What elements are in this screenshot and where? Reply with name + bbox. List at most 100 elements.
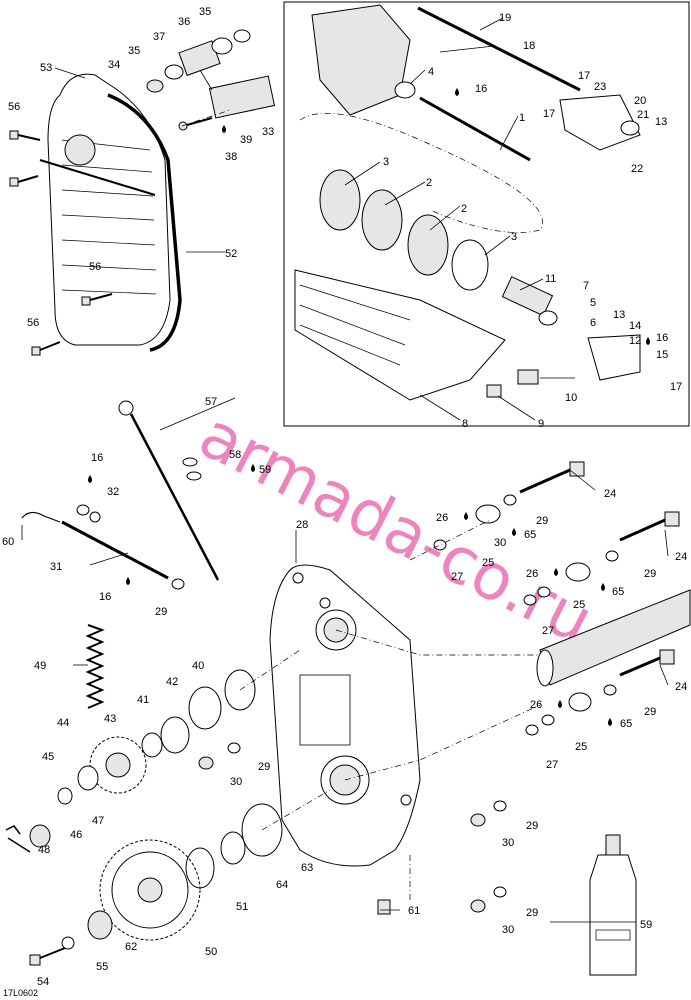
callout-30c: 30 [502, 924, 514, 936]
callout-46: 46 [70, 829, 82, 841]
callout-55: 55 [96, 961, 108, 973]
callout-1: 1 [519, 112, 525, 124]
lower-sprocket [29, 839, 201, 966]
callout-59b: 59 [640, 919, 652, 931]
callout-28: 28 [296, 519, 308, 531]
callout-53: 53 [40, 62, 52, 74]
upper-sprocket [29, 736, 147, 848]
cover-seal [107, 93, 182, 352]
callout-45: 45 [42, 751, 54, 763]
callout-43: 43 [104, 713, 116, 725]
callout-15: 15 [656, 349, 668, 361]
callout-2: 2 [426, 177, 432, 189]
chaincase-housing [269, 564, 421, 867]
bolt-group-56 [9, 130, 113, 356]
callout-3: 3 [383, 156, 389, 168]
callout-16: 16 [475, 83, 487, 95]
callout-31: 31 [50, 561, 62, 573]
callout-4: 4 [428, 66, 434, 78]
callout-52: 52 [225, 248, 237, 260]
callout-25c: 25 [575, 741, 587, 753]
callout-23: 23 [594, 81, 606, 93]
callout-38: 38 [225, 151, 237, 163]
callout-12: 12 [629, 335, 641, 347]
callout-56b: 56 [89, 261, 101, 273]
callout-24: 24 [604, 488, 616, 500]
callout-3b: 3 [511, 231, 517, 243]
callout-61: 61 [408, 905, 420, 917]
adjuster-bolt [61, 520, 169, 580]
o-ring [186, 471, 202, 481]
callout-29d: 29 [526, 820, 538, 832]
callout-41: 41 [137, 694, 149, 706]
oil-bottle [589, 834, 637, 976]
callout-11: 11 [545, 273, 556, 285]
drain-plug [377, 899, 391, 915]
callout-36: 36 [178, 16, 190, 28]
callout-30: 30 [230, 776, 242, 788]
callout-29: 29 [536, 515, 548, 527]
tensioner-parts-top [146, 29, 276, 131]
callout-65b: 65 [612, 586, 624, 598]
callout-44: 44 [57, 717, 69, 729]
callout-27: 27 [451, 571, 463, 583]
watermark: armada-co.ru [188, 398, 604, 659]
callout-63: 63 [301, 862, 313, 874]
callout-60: 60 [2, 536, 14, 548]
callout-14: 14 [629, 320, 641, 332]
callout-30d: 30 [494, 537, 506, 549]
inset-frame [283, 1, 690, 427]
chaincase-cover [39, 73, 171, 346]
callout-25: 25 [482, 557, 494, 569]
callout-16b: 16 [656, 332, 668, 344]
callout-19: 19 [499, 12, 511, 24]
callout-37: 37 [153, 31, 165, 43]
callout-48: 48 [38, 844, 50, 856]
callout-27c: 27 [546, 759, 558, 771]
callout-25b: 25 [573, 599, 585, 611]
dipstick [118, 400, 220, 581]
callout-5: 5 [590, 297, 596, 309]
callout-16d: 16 [99, 591, 111, 603]
o-ring [182, 457, 198, 467]
callout-29f: 29 [258, 761, 270, 773]
cotter-pin-60 [21, 511, 61, 523]
callout-65c: 65 [620, 718, 632, 730]
callout-56: 56 [8, 101, 20, 113]
callout-65: 65 [524, 529, 536, 541]
callout-62: 62 [125, 941, 137, 953]
callout-33: 33 [262, 126, 274, 138]
callout-35b: 35 [128, 45, 140, 57]
callout-29g: 29 [155, 606, 167, 618]
callout-39: 39 [240, 134, 252, 146]
callout-29b: 29 [644, 568, 656, 580]
callout-17b: 17 [543, 108, 555, 120]
callout-10: 10 [565, 392, 577, 404]
cotter-pin [5, 825, 31, 853]
callout-17c: 17 [670, 381, 682, 393]
callout-47: 47 [92, 815, 104, 827]
callout-27b: 27 [542, 625, 554, 637]
callout-9: 9 [538, 418, 544, 430]
callout-26b: 26 [526, 568, 538, 580]
leader-lines [21, 17, 669, 923]
tension-spring [85, 624, 105, 709]
callout-8: 8 [462, 418, 468, 430]
callout-6: 6 [590, 317, 596, 329]
callout-35: 35 [199, 6, 211, 18]
splined-shaft [536, 589, 691, 687]
lower-bearings [185, 803, 283, 889]
callout-16c: 16 [91, 452, 103, 464]
callout-29e: 29 [526, 907, 538, 919]
callout-20: 20 [634, 95, 646, 107]
callout-29c: 29 [644, 706, 656, 718]
callout-24c: 24 [675, 681, 687, 693]
callout-50: 50 [205, 946, 217, 958]
callout-54: 54 [37, 976, 49, 988]
callout-22: 22 [631, 163, 643, 175]
callout-24b: 24 [675, 551, 687, 563]
callout-7: 7 [583, 280, 589, 292]
callout-26: 26 [436, 512, 448, 524]
